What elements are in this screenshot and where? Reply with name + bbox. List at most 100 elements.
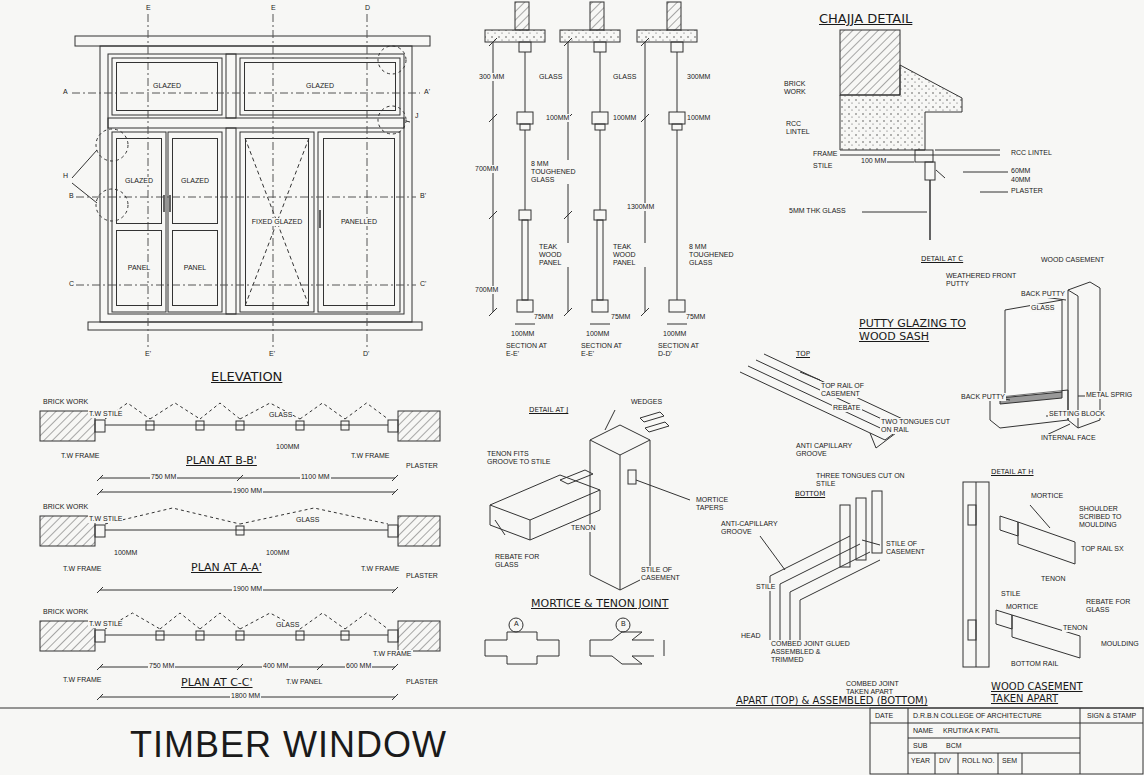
annotation-label: 700MM [474, 286, 499, 294]
annotation-label: STILE [755, 583, 776, 591]
drawing-heading: MORTICE & TENON JOINT [530, 598, 670, 611]
brick-wall [40, 621, 95, 651]
annotation-label: ANTI CAPILLARY GROOVE [795, 442, 867, 458]
annotation-label: BRICK WORK [42, 398, 89, 406]
annotation-label: GLASS [268, 411, 293, 419]
swing-line [240, 508, 388, 524]
annotation-label: REBATE [832, 404, 862, 412]
swing-line [345, 403, 388, 419]
annotation-label: REBATE FOR GLASS [1085, 598, 1137, 614]
annotation-label: THREE TONGUES CUT ON STILE [815, 472, 907, 488]
annotation-label: WEATHERED FRONT PUTTY [945, 272, 1027, 288]
lintel-section [637, 30, 697, 42]
annotation-label: GLASS [538, 73, 563, 81]
dimension-tick [489, 211, 497, 219]
annotation-label: 1100 MM [300, 473, 331, 481]
dimension-line [645, 42, 646, 312]
pane-label: GLAZED [305, 82, 335, 90]
annotation-label: B' [419, 192, 427, 200]
lintel-section [560, 30, 620, 42]
annotation-label: SECTION AT E-E' [505, 342, 552, 358]
annotation-label: SEM [1001, 757, 1018, 765]
stile-plan [236, 421, 244, 430]
annotation-label: C [68, 280, 75, 288]
dimension-line [667, 324, 687, 325]
annotation-label: H [62, 172, 69, 180]
frame-plan [388, 525, 398, 537]
annotation-label: TEAK WOOD PANEL [538, 243, 582, 267]
annotation-label: TENON [1040, 575, 1067, 583]
annotation-label: BRICK WORK [42, 503, 89, 511]
dimension-tick [489, 308, 497, 316]
drawing-heading: PLAN AT B-B' [185, 455, 258, 468]
pane-label: FIXED GLAZED [251, 218, 304, 226]
dimension-tick [641, 38, 649, 46]
dimension-tick [392, 664, 398, 670]
annotation-label: T.W PANEL [285, 678, 323, 686]
sash-rail [520, 124, 530, 130]
sheet-title: TIMBER WINDOW [130, 724, 447, 766]
pane-label: PANELLED [340, 218, 378, 226]
pane-label: GLAZED [152, 82, 182, 90]
annotation-label: 75MM [685, 313, 706, 321]
frame-section [671, 42, 683, 52]
swing-line [345, 613, 388, 629]
dimension-tick [237, 664, 243, 670]
annotation-label: MORTICE [1005, 603, 1039, 611]
annotation-label: STILE [1000, 590, 1021, 598]
annotation-label: D [364, 4, 371, 12]
stile-plan [296, 631, 304, 640]
annotation-label: DATE [874, 712, 894, 720]
annotation-label: HEAD [740, 632, 761, 640]
stile-plan [296, 421, 304, 430]
dimension-tick [564, 211, 572, 219]
window-pane: PANELLED [323, 138, 395, 306]
annotation-label: BACK PUTTY [960, 393, 1006, 401]
annotation-label: STILE [812, 162, 833, 170]
annotation-label: D' [362, 350, 370, 358]
swing-line [160, 613, 200, 629]
dimension-line [515, 324, 535, 325]
wall-section [515, 2, 529, 30]
annotation-label: SETTING BLOCK [1048, 410, 1106, 418]
glass-line [105, 635, 388, 636]
dimension-tick [392, 489, 398, 495]
annotation-label: MORTICE TAPERS [695, 496, 747, 512]
annotation-label: TOP RAIL OF CASEMENT [820, 382, 892, 398]
dimension-tick [97, 475, 103, 481]
annotation-label: 8 MM TOUGHENED GLASS [530, 160, 582, 184]
dimension-tick [392, 587, 398, 593]
annotation-label: 750 MM [148, 662, 175, 670]
pane-label: PANEL [127, 264, 151, 272]
dimension-tick [97, 694, 103, 700]
annotation-label: 100MM [265, 549, 290, 557]
annotation-label: 75MM [533, 313, 554, 321]
stile-plan [236, 526, 244, 535]
annotation-label: T.W STILE [88, 410, 123, 418]
panel-section [597, 220, 603, 300]
window-pane: GLAZED [116, 62, 218, 111]
brick-wall [40, 516, 95, 546]
drawing-heading: ELEVATION [210, 370, 283, 385]
swing-line [200, 403, 240, 419]
swing-line [300, 403, 345, 419]
annotation-label: E' [268, 350, 276, 358]
pane-label: GLAZED [124, 177, 154, 185]
glass-line [600, 130, 601, 210]
dimension-tick [97, 489, 103, 495]
annotation-label: 100MM [686, 114, 711, 122]
annotation-label: REBATE FOR GLASS [494, 553, 551, 569]
dimension-line [590, 324, 610, 325]
stile-plan [236, 631, 244, 640]
dimension-tick [392, 475, 398, 481]
brick-wall [398, 621, 440, 651]
dimension-tick [489, 38, 497, 46]
annotation-label: 300MM [686, 73, 711, 81]
annotation-label: T.W FRAME [62, 565, 103, 573]
stile-plan [156, 631, 164, 640]
wall-section [590, 2, 604, 30]
mid-rail [594, 210, 606, 220]
annotation-label: BRICK WORK [783, 80, 825, 96]
swing-line [240, 403, 300, 419]
